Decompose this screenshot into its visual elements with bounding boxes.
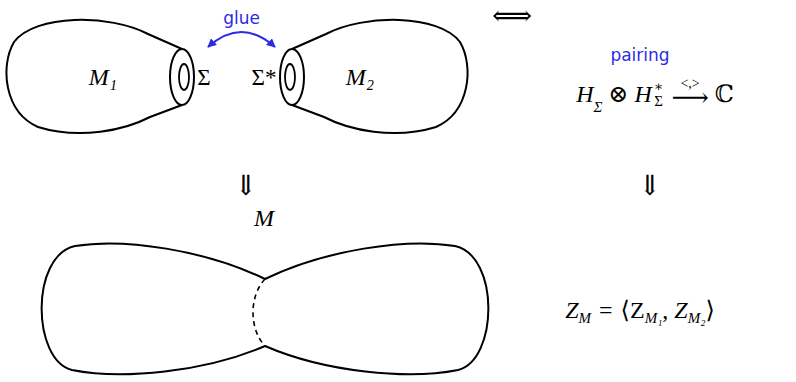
subscript: M₂: [688, 311, 706, 326]
formula-part: H: [576, 82, 593, 106]
map-arrow: ⟶: [671, 85, 708, 111]
formula-part: ℂ: [715, 82, 734, 106]
boundary-label: Σ: [197, 66, 210, 89]
glue-arrow: [208, 32, 275, 47]
implies-arrow: ⇓: [234, 172, 257, 200]
stacked-script: ∗Σ: [654, 80, 664, 109]
formula-part: Z: [674, 298, 687, 322]
formula-part: H: [635, 82, 652, 106]
pairing-label: pairing: [610, 47, 669, 64]
stacked-script: <,>⟶: [671, 77, 708, 111]
glued-manifold: M: [30, 234, 510, 380]
manifold-shape: M₂: [276, 15, 476, 140]
manifold-outline: [30, 234, 510, 380]
subscript: Σ: [654, 94, 663, 109]
manifold-label: M: [254, 206, 274, 230]
formula-part: ,: [662, 298, 668, 322]
manifold-label: M₂: [346, 65, 374, 89]
formula-part: =: [599, 298, 613, 322]
boundary-label: Σ*: [252, 66, 277, 89]
subscript: Σ: [594, 100, 603, 115]
manifold-label: M₁: [89, 65, 117, 89]
implies-arrow: ⇓: [638, 172, 661, 200]
formula-part: ⟩: [705, 298, 714, 322]
formula-part: ⊗: [608, 82, 628, 106]
superscript: ∗: [654, 80, 664, 94]
equivalence-symbol: ⟺: [492, 2, 532, 30]
pairing-formula: HΣ⊗H∗Σ<,>⟶ℂ: [576, 77, 734, 111]
formula-part: ⟨Z: [621, 298, 645, 322]
edge-label: glue: [223, 10, 260, 27]
manifold-shape: M₁: [5, 15, 205, 140]
formula-part: Z: [565, 298, 578, 322]
manifold-outline: [276, 15, 476, 140]
subscript: M₁: [645, 311, 663, 326]
subscript: M: [579, 311, 592, 326]
partition-formula: ZM=⟨ZM₁,ZM₂⟩: [565, 298, 715, 322]
